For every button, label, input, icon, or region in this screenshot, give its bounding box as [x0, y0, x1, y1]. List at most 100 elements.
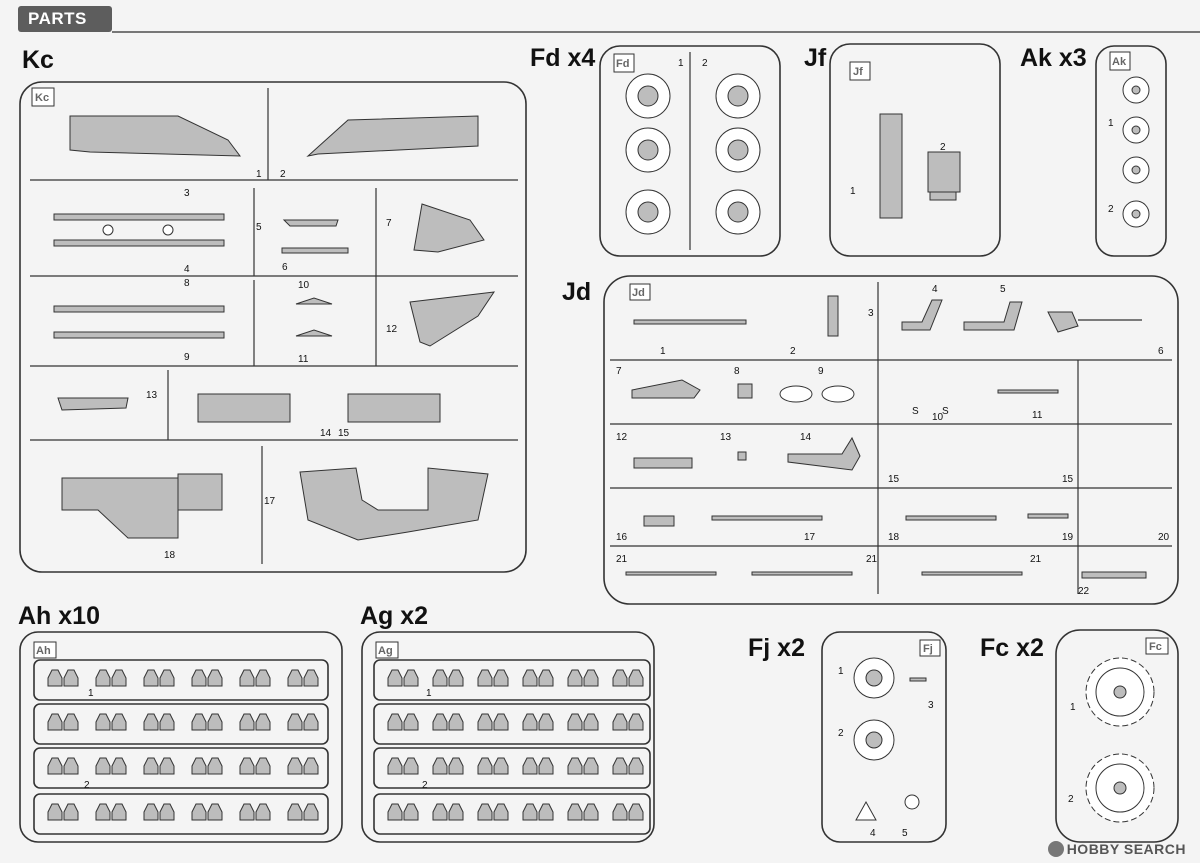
part-kc-12	[409, 291, 496, 347]
svg-text:15: 15	[888, 474, 900, 485]
part-jd-21a	[625, 571, 717, 576]
part-jd-14	[787, 436, 861, 471]
sprue-ak: Ak 12	[1095, 45, 1167, 257]
track-link	[448, 713, 464, 731]
svg-text:21: 21	[866, 554, 878, 565]
track-link	[191, 757, 207, 775]
track-link	[111, 757, 127, 775]
track-link	[63, 757, 79, 775]
svg-text:13: 13	[146, 390, 158, 401]
track-link	[493, 803, 509, 821]
track-link	[159, 713, 175, 731]
track-link	[628, 713, 644, 731]
part-kc-11	[295, 329, 333, 337]
track-link	[612, 713, 628, 731]
part-jd-13	[737, 451, 747, 461]
part-jd-18	[905, 515, 997, 521]
part-kc-3	[53, 213, 225, 221]
part-kc-6	[281, 247, 349, 254]
track-link	[403, 803, 419, 821]
track-link	[159, 757, 175, 775]
tag-kc: Kc	[35, 92, 49, 104]
track-link	[612, 803, 628, 821]
track-link	[303, 803, 319, 821]
track-link	[47, 713, 63, 731]
track-link	[159, 803, 175, 821]
part-kc-7	[413, 203, 485, 253]
svg-text:1: 1	[426, 688, 432, 699]
svg-text:13: 13	[720, 432, 732, 443]
track-link	[583, 757, 599, 775]
svg-text:17: 17	[804, 532, 816, 543]
part-jd-9a	[779, 385, 813, 403]
track-link	[583, 669, 599, 687]
track-link	[287, 713, 303, 731]
part-kc-8	[53, 305, 225, 313]
svg-text:22: 22	[1078, 586, 1090, 597]
svg-text:16: 16	[616, 532, 628, 543]
track-link	[143, 757, 159, 775]
svg-text:12: 12	[386, 324, 398, 335]
part-jd-9b	[821, 385, 855, 403]
svg-text:12: 12	[616, 432, 628, 443]
track-link	[95, 757, 111, 775]
part-jd-8	[737, 383, 753, 399]
link-row-1	[33, 659, 329, 701]
svg-text:Ag: Ag	[378, 645, 393, 657]
link-row-3	[33, 747, 329, 789]
track-link	[287, 669, 303, 687]
svg-text:2: 2	[940, 142, 946, 153]
part-jd-11	[997, 389, 1059, 394]
track-link	[403, 669, 419, 687]
track-link	[583, 803, 599, 821]
part-kc-2	[306, 115, 479, 157]
svg-text:S: S	[942, 406, 949, 417]
track-link	[255, 803, 271, 821]
track-link	[538, 669, 554, 687]
part-kc-14	[197, 393, 291, 423]
svg-text:18: 18	[888, 532, 900, 543]
svg-text:1: 1	[850, 186, 856, 197]
svg-text:1: 1	[1108, 118, 1114, 129]
svg-text:4: 4	[184, 264, 190, 275]
track-link	[191, 669, 207, 687]
svg-text:1: 1	[678, 58, 684, 69]
sprue-fc: Fc 12	[1055, 629, 1179, 843]
track-link	[403, 757, 419, 775]
part-jd-4	[901, 299, 943, 331]
track-link	[567, 669, 583, 687]
svg-text:2: 2	[422, 780, 428, 791]
track-link	[432, 757, 448, 775]
sprue-title-jd: Jd	[562, 278, 592, 306]
svg-text:5: 5	[902, 828, 908, 839]
svg-text:3: 3	[868, 308, 874, 319]
header-bar: PARTS	[0, 0, 1200, 36]
track-link	[583, 713, 599, 731]
sprue-title-fc: Fc x2	[980, 634, 1044, 662]
page-title: PARTS	[18, 6, 112, 32]
track-link	[448, 669, 464, 687]
part-jd-6	[1047, 311, 1079, 333]
track-link	[143, 669, 159, 687]
sprue-title-fj: Fj x2	[748, 634, 805, 662]
track-link	[95, 803, 111, 821]
track-link	[387, 713, 403, 731]
track-link	[522, 803, 538, 821]
track-link	[191, 713, 207, 731]
track-link	[628, 803, 644, 821]
svg-text:2: 2	[1068, 794, 1074, 805]
part-kc-13	[57, 397, 129, 411]
track-link	[538, 757, 554, 775]
track-link	[567, 803, 583, 821]
track-link	[47, 803, 63, 821]
svg-text:5: 5	[1000, 284, 1006, 295]
svg-text:6: 6	[1158, 346, 1164, 357]
svg-text:2: 2	[838, 728, 844, 739]
svg-text:7: 7	[386, 218, 392, 229]
svg-text:2: 2	[790, 346, 796, 357]
svg-text:9: 9	[818, 366, 824, 377]
sprue-title-ah: Ah x10	[18, 602, 100, 630]
track-link	[612, 757, 628, 775]
